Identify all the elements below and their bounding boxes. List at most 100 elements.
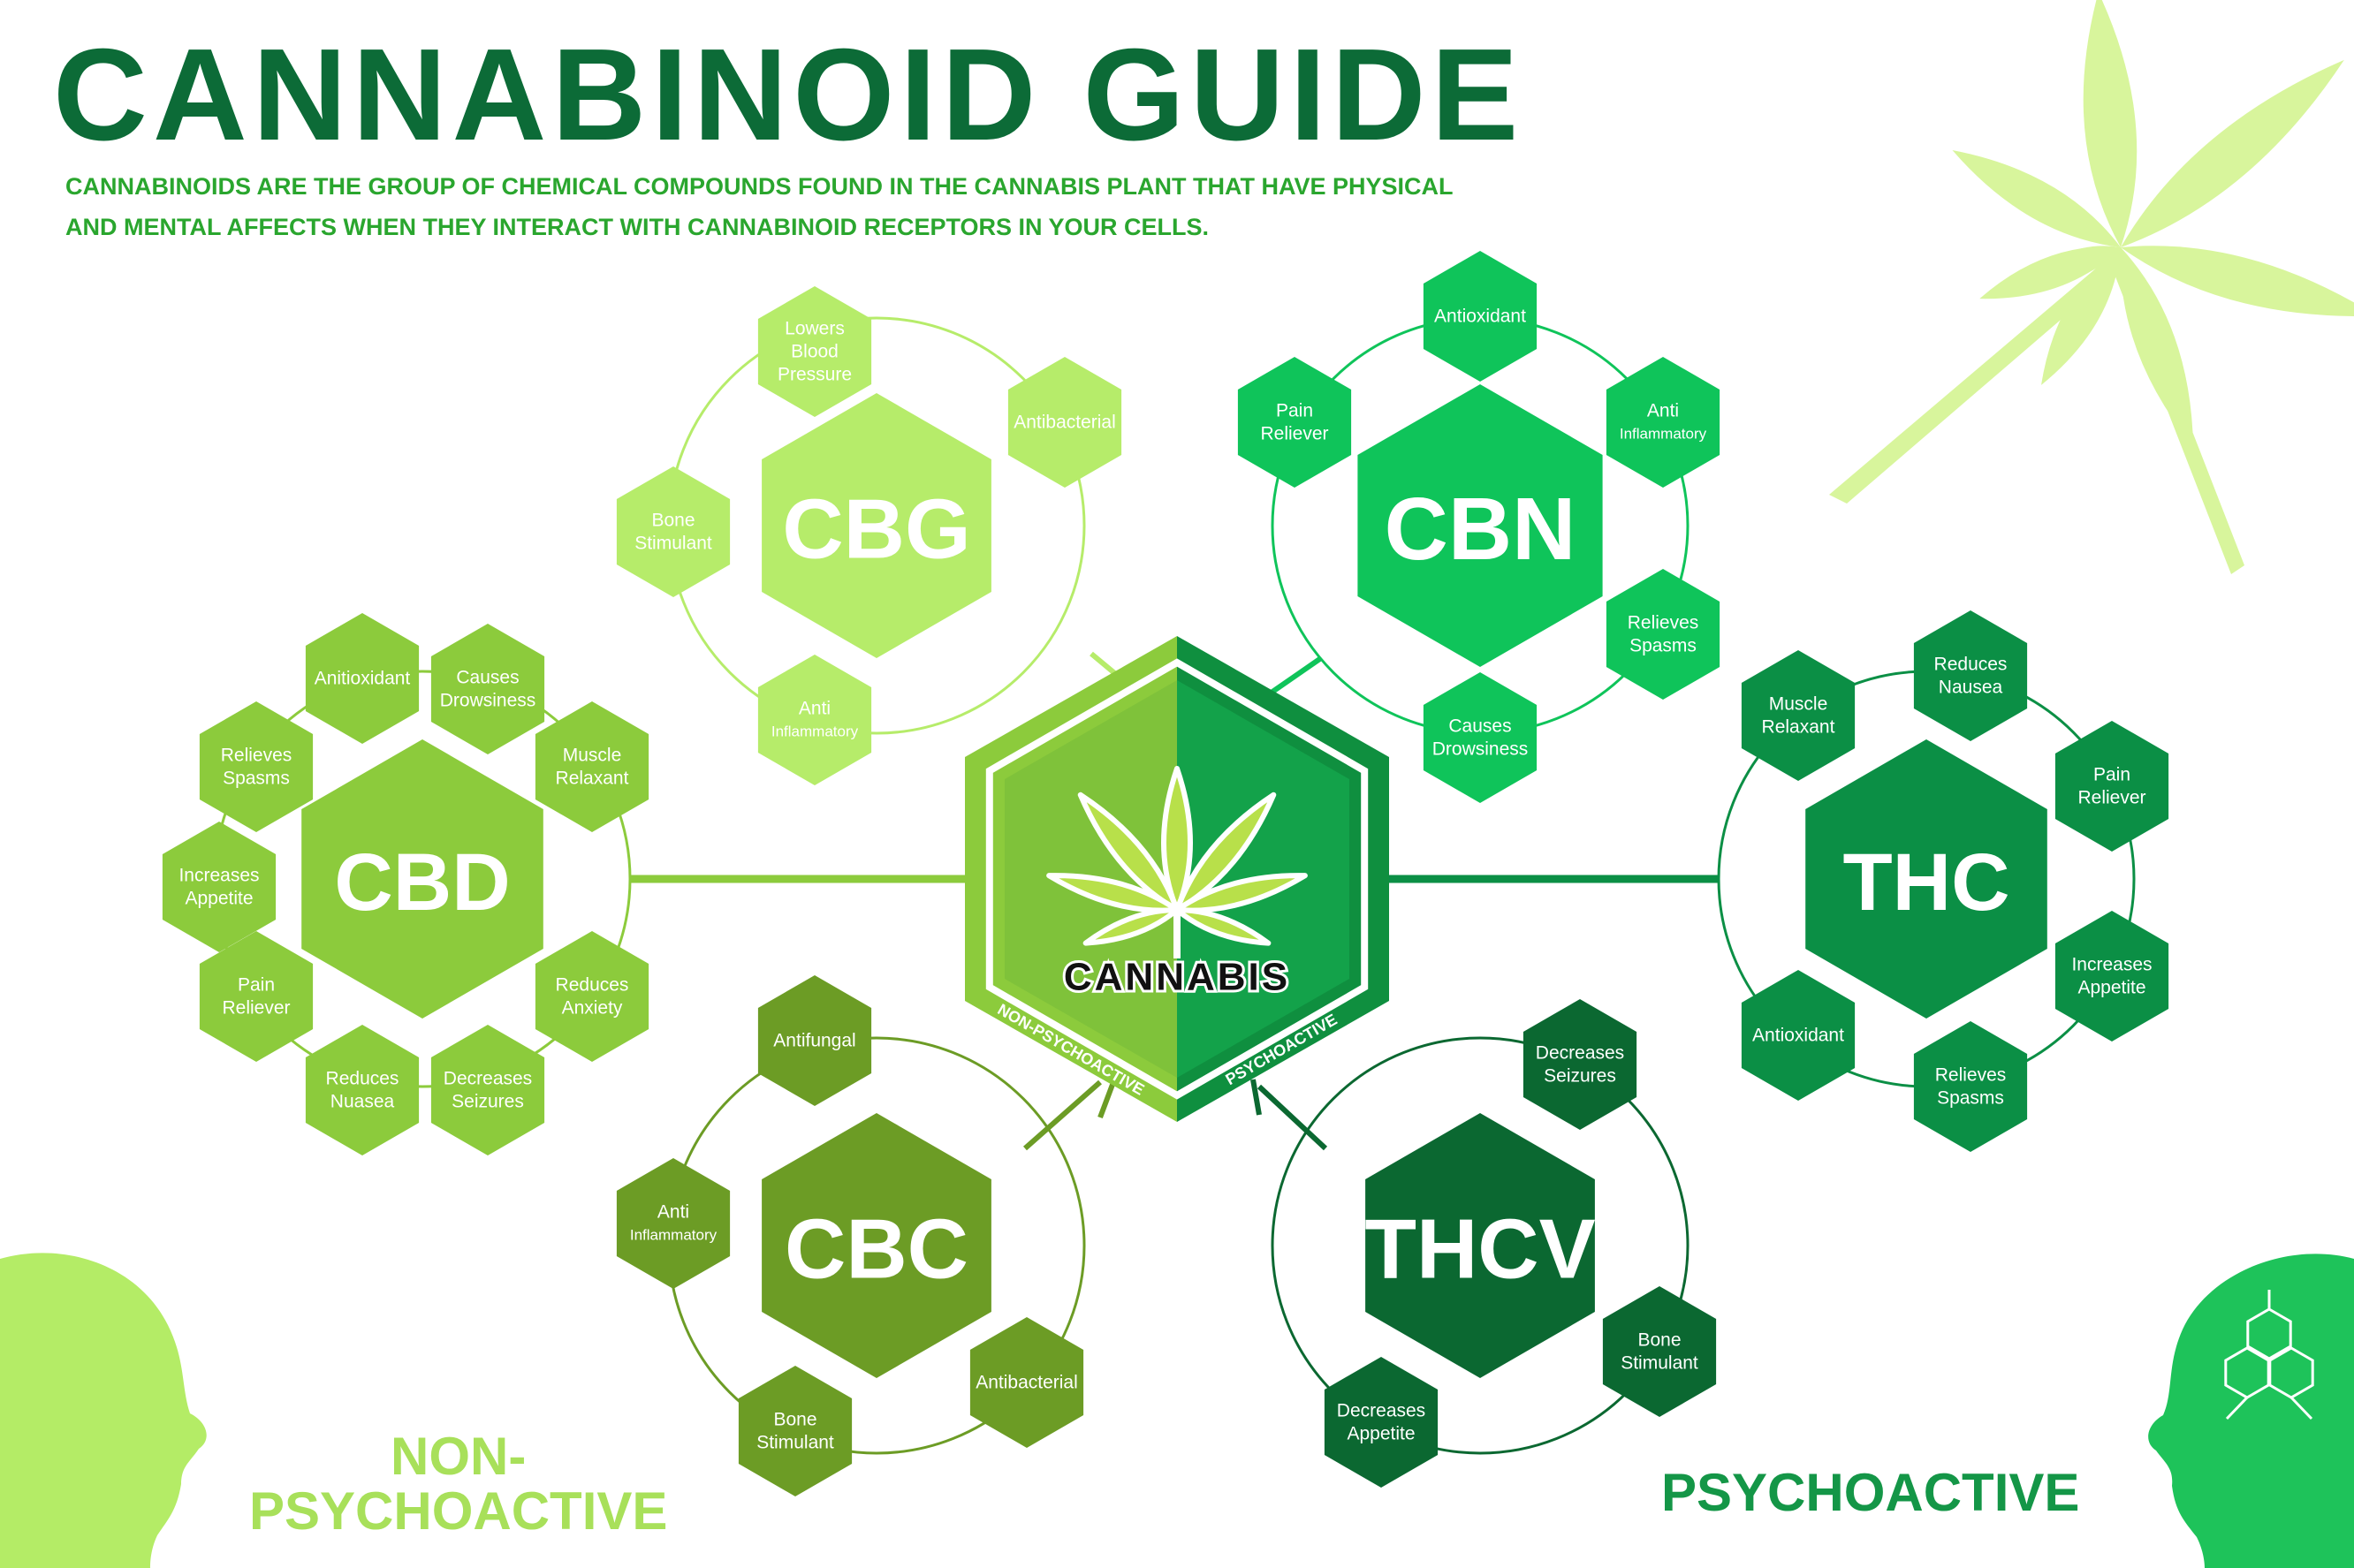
effect-label: Appetite	[1347, 1424, 1415, 1444]
effect-label: Anti	[657, 1202, 689, 1223]
effect-label: Pain	[238, 975, 275, 996]
effect-label: Inflammatory	[630, 1227, 718, 1244]
cbd-effect-anitioxidant: Anitioxidant	[305, 613, 420, 744]
cbc-connector	[1023, 1079, 1102, 1151]
effect-label: Appetite	[185, 889, 253, 909]
effect-label: Inflammatory	[771, 723, 859, 740]
effect-label: Lowers	[785, 319, 845, 339]
cbn-hexagon	[1357, 384, 1603, 667]
effect-label: Antibacterial	[1014, 413, 1116, 433]
effect-label: Stimulant	[634, 534, 712, 554]
effect-label: Increases	[2071, 955, 2152, 975]
effect-label: Decreases	[1536, 1043, 1624, 1064]
cannabis-leaf-icon	[1046, 766, 1308, 958]
effect-label: Anitioxidant	[315, 669, 411, 689]
effect-label: Seizures	[452, 1092, 524, 1112]
effect-label: Reliever	[222, 998, 290, 1019]
cbg-effect-antibacterial: Antibacterial	[1007, 357, 1122, 488]
cbn-effect-antioxidant: Antioxidant	[1423, 251, 1538, 382]
thcv-hexagon	[1365, 1113, 1595, 1378]
cannabis-leaf-icon	[1829, 0, 2354, 574]
effect-label: Pain	[1276, 401, 1313, 421]
effect-label: Bone	[651, 511, 695, 531]
effect-label: Spasms	[223, 769, 290, 789]
thcv-node: THCVDecreasesSeizuresBoneStimulantDecrea…	[1324, 999, 1717, 1488]
cannabis-label: CANNABIS	[1064, 956, 1290, 999]
effect-label: Anti	[1647, 401, 1679, 421]
effect-label: Decreases	[1337, 1401, 1425, 1421]
effect-label: Appetite	[2077, 978, 2145, 998]
effect-label: Antioxidant	[1752, 1026, 1844, 1046]
psychoactive-label: PSYCHOACTIVE	[1661, 1463, 2080, 1522]
effect-label: Anxiety	[562, 998, 623, 1019]
effect-label: Decreases	[444, 1069, 532, 1089]
non-psychoactive-label-line-1: NON-	[391, 1427, 527, 1486]
cbg-name: CBG	[782, 482, 970, 577]
cbc-hexagon	[762, 1113, 991, 1378]
page-title: CANNABINOID GUIDE	[53, 22, 1524, 168]
non-psychoactive-label: NON- PSYCHOACTIVE	[249, 1429, 667, 1539]
cbd-hexagon	[301, 739, 543, 1019]
effect-label: Muscle	[563, 746, 622, 766]
effect-label: Reduces	[556, 975, 629, 996]
effect-label: Relaxant	[1762, 717, 1835, 738]
thc-effect-antioxidant: Antioxidant	[1741, 970, 1856, 1101]
intro-text: CANNABINOIDS ARE THE GROUP OF CHEMICAL C…	[65, 166, 1454, 247]
cbn-name: CBN	[1385, 480, 1576, 579]
effect-label: Reliever	[2077, 788, 2145, 808]
cbd-name: CBD	[334, 837, 510, 928]
effect-label: Seizures	[1544, 1066, 1616, 1087]
effect-label: Muscle	[1769, 694, 1828, 715]
effect-label: Nuasea	[330, 1092, 395, 1112]
cbc-name: CBC	[785, 1202, 968, 1297]
effect-label: Drowsiness	[1432, 739, 1529, 760]
effect-label: Antibacterial	[976, 1373, 1078, 1393]
thc-node: THCReducesNauseaPainRelieverIncreasesApp…	[1741, 610, 2169, 1152]
effect-label: Stimulant	[1621, 1353, 1698, 1374]
effect-label: Stimulant	[756, 1433, 834, 1453]
non-psychoactive-label-line-2: PSYCHOACTIVE	[249, 1481, 668, 1541]
effect-label: Reduces	[326, 1069, 399, 1089]
effect-label: Pressure	[778, 365, 852, 385]
effect-label: Inflammatory	[1620, 426, 1707, 443]
effect-label: Bone	[773, 1410, 816, 1430]
effect-label: Causes	[456, 668, 519, 688]
cbc-node: CBCAntifungalAntibacterialBoneStimulantA…	[616, 975, 1084, 1496]
effect-label: Relaxant	[556, 769, 629, 789]
cbc-effect-antibacterial: Antibacterial	[969, 1317, 1084, 1448]
compound-nodes: CBGLowersBloodPressureAntibacterialAntiI…	[162, 251, 2169, 1496]
effect-label: Causes	[1448, 716, 1511, 737]
effect-label: Relieves	[1935, 1065, 2007, 1086]
effect-label: Relieves	[1628, 613, 1699, 633]
effect-label: Anti	[799, 699, 831, 719]
cbg-node: CBG LowersBloodPressureAntibacterialAntiI…	[616, 286, 1122, 785]
cbc-effect-antifungal: Antifungal	[757, 975, 872, 1106]
effect-label: Nausea	[1939, 678, 2003, 698]
effect-label: Reliever	[1260, 424, 1328, 444]
cbn-node: CBNAntioxidantAntiInflammatoryRelievesSp…	[1237, 251, 1720, 803]
effect-label: Spasms	[1937, 1088, 2004, 1109]
